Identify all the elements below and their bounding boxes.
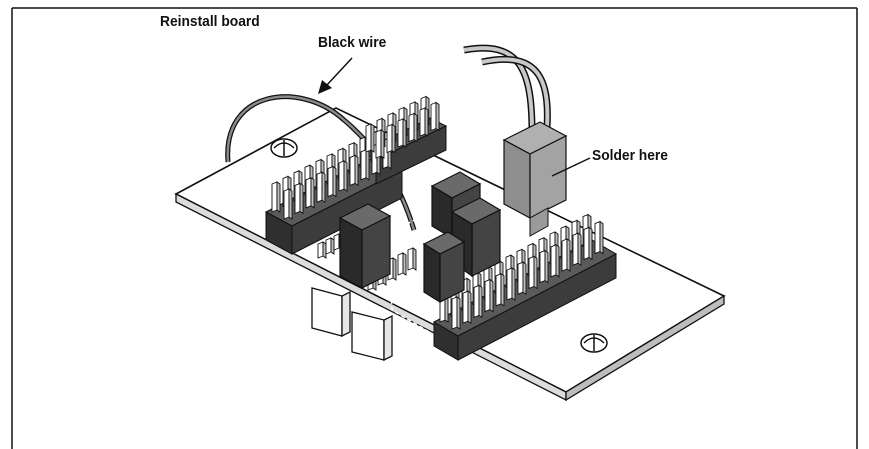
jumper-block xyxy=(422,231,466,304)
header-pin xyxy=(360,148,370,181)
header-pin xyxy=(316,171,326,204)
header-pin xyxy=(495,272,505,307)
jumper-block xyxy=(338,203,392,290)
header-pin xyxy=(305,176,315,209)
screw-head-icon xyxy=(270,138,298,158)
header-pin xyxy=(397,252,407,276)
wire-connector xyxy=(463,44,568,237)
header-pin xyxy=(430,101,440,132)
header-pin xyxy=(462,290,472,325)
header-pin xyxy=(325,237,335,255)
black-wire-callout: Black wire xyxy=(318,34,387,51)
header-pin xyxy=(419,107,429,137)
figure-title: Reinstall board xyxy=(160,13,260,30)
header-pin xyxy=(294,182,304,215)
header-pin xyxy=(506,267,516,301)
header-pin xyxy=(407,247,417,271)
header-pin xyxy=(349,154,359,187)
solder-here-callout: Solder here xyxy=(592,147,668,164)
header-pin xyxy=(408,112,418,143)
standoff-left xyxy=(311,287,351,338)
header-pin xyxy=(375,129,385,159)
header-pin xyxy=(317,241,327,259)
header-pin xyxy=(473,284,483,319)
header-pin xyxy=(451,296,461,330)
header-pin xyxy=(365,123,375,153)
header-pin xyxy=(517,261,527,296)
header-pin xyxy=(594,220,604,255)
header-pin xyxy=(572,232,582,267)
header-pin xyxy=(327,165,337,198)
header-pin xyxy=(484,278,494,313)
header-pin xyxy=(539,249,549,284)
header-pins xyxy=(271,95,604,330)
header-pin xyxy=(386,123,396,154)
arrow-icon xyxy=(318,57,353,94)
solder-leader-line xyxy=(551,157,591,177)
header-pin xyxy=(583,226,593,261)
header-pin xyxy=(397,118,407,148)
header-pin xyxy=(283,188,293,220)
header-pin xyxy=(338,160,348,192)
header-pin xyxy=(528,255,538,290)
header-pin xyxy=(561,238,571,272)
standoff-right xyxy=(351,311,393,362)
header-pin xyxy=(550,243,560,278)
frame-border xyxy=(11,7,858,449)
screw-head-icon xyxy=(580,333,608,353)
header-pin xyxy=(271,181,281,213)
